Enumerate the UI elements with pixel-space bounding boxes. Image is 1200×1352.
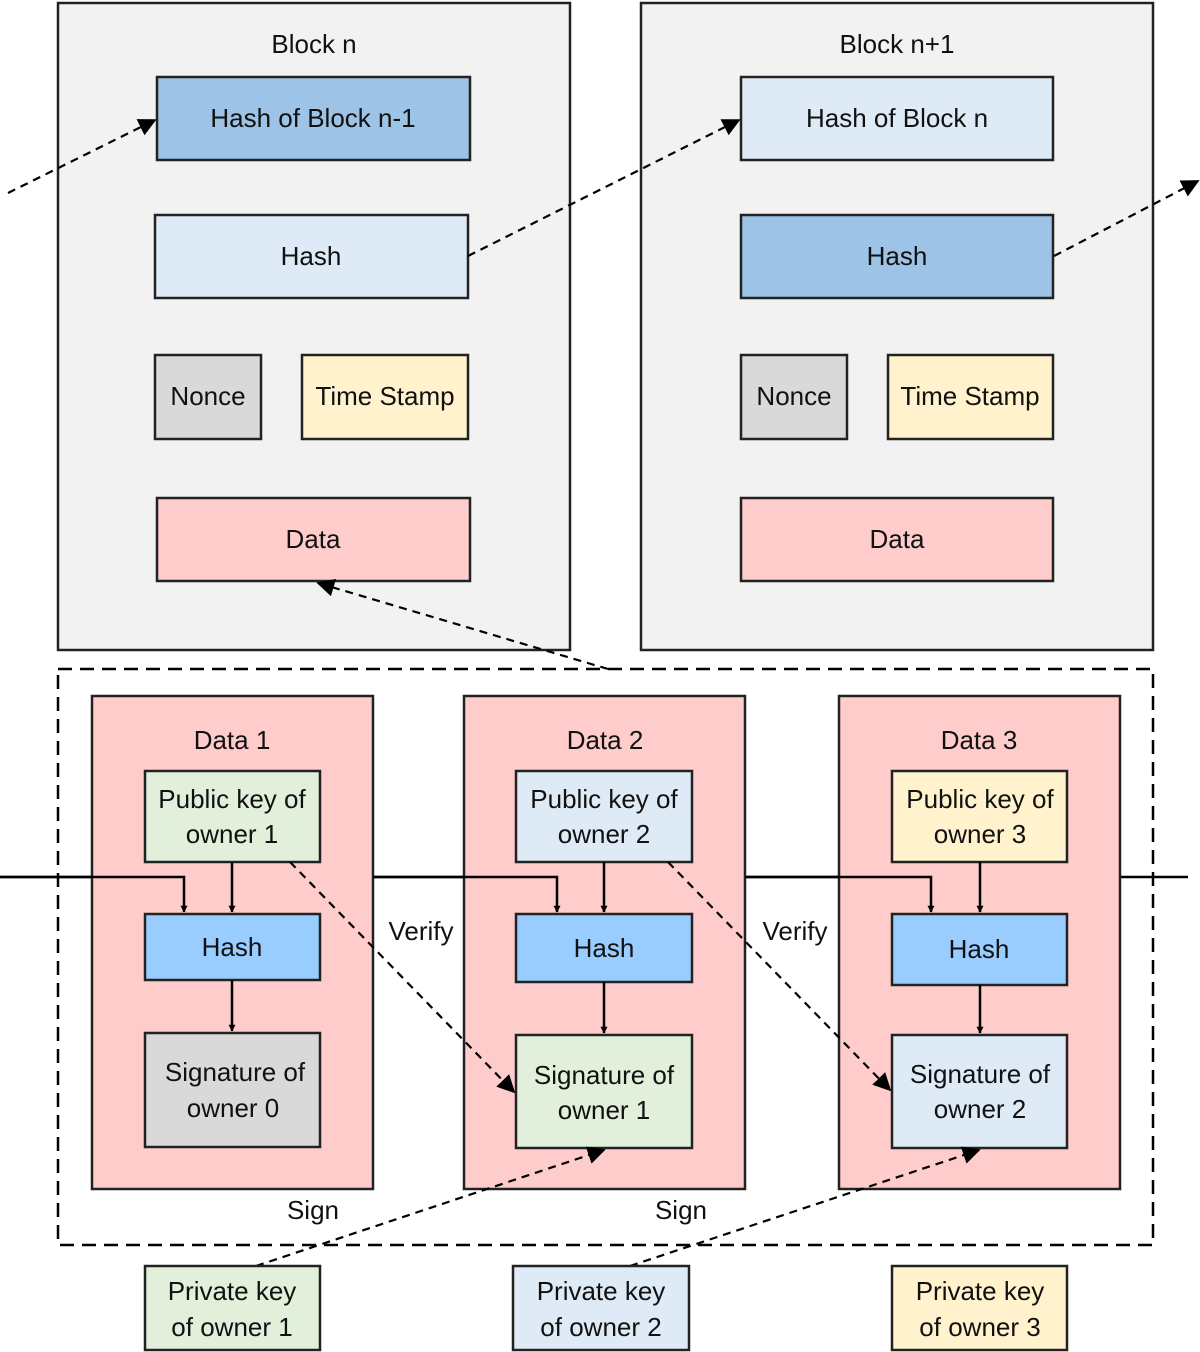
private-key-3: Private key of owner 3	[890, 1264, 1069, 1352]
data-2-title: Data 2	[567, 725, 644, 755]
block-n-data-label: Data	[286, 524, 341, 554]
block-n-plus-1-prev-hash-box	[739, 75, 1055, 162]
data-3-public-key-line1: Public key of	[906, 784, 1054, 814]
block-n-plus-1-prev-hash-label: Hash of Block n	[806, 103, 988, 133]
data-2-signature-line1: Signature of	[534, 1060, 675, 1090]
block-n-timestamp-label: Time Stamp	[315, 381, 454, 411]
block-n-hash-label: Hash	[281, 241, 342, 271]
data-3-signature-box	[890, 1033, 1069, 1150]
data-2-public-key-line2: owner 2	[558, 819, 651, 849]
block-n-plus-1-data-box	[739, 496, 1055, 583]
transaction-data-3: Data 3 Public key of owner 3 Hash Signat…	[837, 694, 1122, 1191]
chain-to-hash-3-arrow	[745, 875, 935, 913]
sign-label-1: Sign	[287, 1195, 339, 1225]
transaction-data-1: Data 1 Public key of owner 1 Hash Signat…	[90, 694, 375, 1191]
private-key-3-box	[890, 1264, 1069, 1352]
block-n-data-box	[155, 496, 472, 583]
data-1-public-key-box	[143, 769, 322, 864]
private-key-1-box	[143, 1264, 322, 1352]
block-n-plus-1-hash-box	[739, 213, 1055, 300]
data-1-signature-line2: owner 0	[187, 1093, 280, 1123]
verify-arrow-1	[289, 861, 516, 1094]
data-2-signature-line2: owner 1	[558, 1095, 651, 1125]
verify-label-1: Verify	[388, 916, 453, 946]
data-2-hash-label: Hash	[574, 933, 635, 963]
block-n-plus-1-nonce-box	[739, 353, 849, 441]
verify-label-2: Verify	[762, 916, 827, 946]
data-3-signature-line2: owner 2	[934, 1094, 1027, 1124]
chain-to-hash-2-arrow	[373, 875, 561, 913]
block-n-prev-hash-box	[155, 75, 472, 162]
transaction-data-2: Data 2 Public key of owner 2 Hash Signat…	[462, 694, 747, 1191]
block-n-timestamp-box	[300, 353, 470, 441]
verify-arrow-2	[667, 861, 892, 1092]
private-key-2-line2: of owner 2	[540, 1312, 661, 1342]
transactions-to-block-data-arrow	[316, 578, 609, 671]
data-1-signature-line1: Signature of	[165, 1057, 306, 1087]
block-n-hash-to-next-arrow	[467, 119, 741, 257]
data-1-public-key-line1: Public key of	[158, 784, 306, 814]
block-n: Block n Hash of Block n-1 Hash Nonce Tim…	[56, 1, 572, 652]
block-n-plus-1-title: Block n+1	[840, 29, 955, 59]
data-3-public-key-line2: owner 3	[934, 819, 1027, 849]
private-key-3-line1: Private key	[916, 1276, 1045, 1306]
solid-arrows	[0, 862, 984, 1034]
block-n-plus-1-hash-label: Hash	[867, 241, 928, 271]
data-1-hash-box	[143, 912, 322, 982]
data-3-hash-label: Hash	[949, 934, 1010, 964]
data-3-signature-line1: Signature of	[910, 1059, 1051, 1089]
block-n-prev-hash-label: Hash of Block n-1	[210, 103, 415, 133]
private-key-1-line2: of owner 1	[171, 1312, 292, 1342]
block-n-nonce-label: Nonce	[170, 381, 245, 411]
block-n-plus-1-timestamp-box	[886, 353, 1055, 441]
data-2-signature-box	[514, 1033, 694, 1150]
block-n-plus-1-nonce-label: Nonce	[756, 381, 831, 411]
data-1-title: Data 1	[194, 725, 271, 755]
sign-arrow-2	[629, 1146, 981, 1268]
data-2-hash-box	[514, 912, 694, 984]
block-n-plus-1-timestamp-label: Time Stamp	[900, 381, 1039, 411]
private-key-1-line1: Private key	[168, 1276, 297, 1306]
block-n-plus-1: Block n+1 Hash of Block n Hash Nonce Tim…	[639, 1, 1155, 652]
block-n-plus-1-data-label: Data	[870, 524, 925, 554]
private-key-2-line1: Private key	[537, 1276, 666, 1306]
block-n-nonce-box	[153, 353, 263, 441]
dashed-arrows	[7, 119, 1200, 1268]
sign-arrow-1	[255, 1146, 606, 1268]
private-key-3-line2: of owner 3	[919, 1312, 1040, 1342]
private-key-2-box	[511, 1264, 691, 1352]
data-3-title: Data 3	[941, 725, 1018, 755]
data-1-signature-box	[143, 1031, 322, 1149]
chain-to-hash-1-arrow	[0, 875, 188, 913]
private-key-1: Private key of owner 1	[143, 1264, 322, 1352]
private-key-2: Private key of owner 2	[511, 1264, 691, 1352]
sign-label-2: Sign	[655, 1195, 707, 1225]
data-2-public-key-line1: Public key of	[530, 784, 678, 814]
data-1-public-key-line2: owner 1	[186, 819, 279, 849]
block-n-hash-box	[153, 213, 470, 300]
data-1-hash-label: Hash	[202, 932, 263, 962]
block-n-title: Block n	[271, 29, 356, 59]
